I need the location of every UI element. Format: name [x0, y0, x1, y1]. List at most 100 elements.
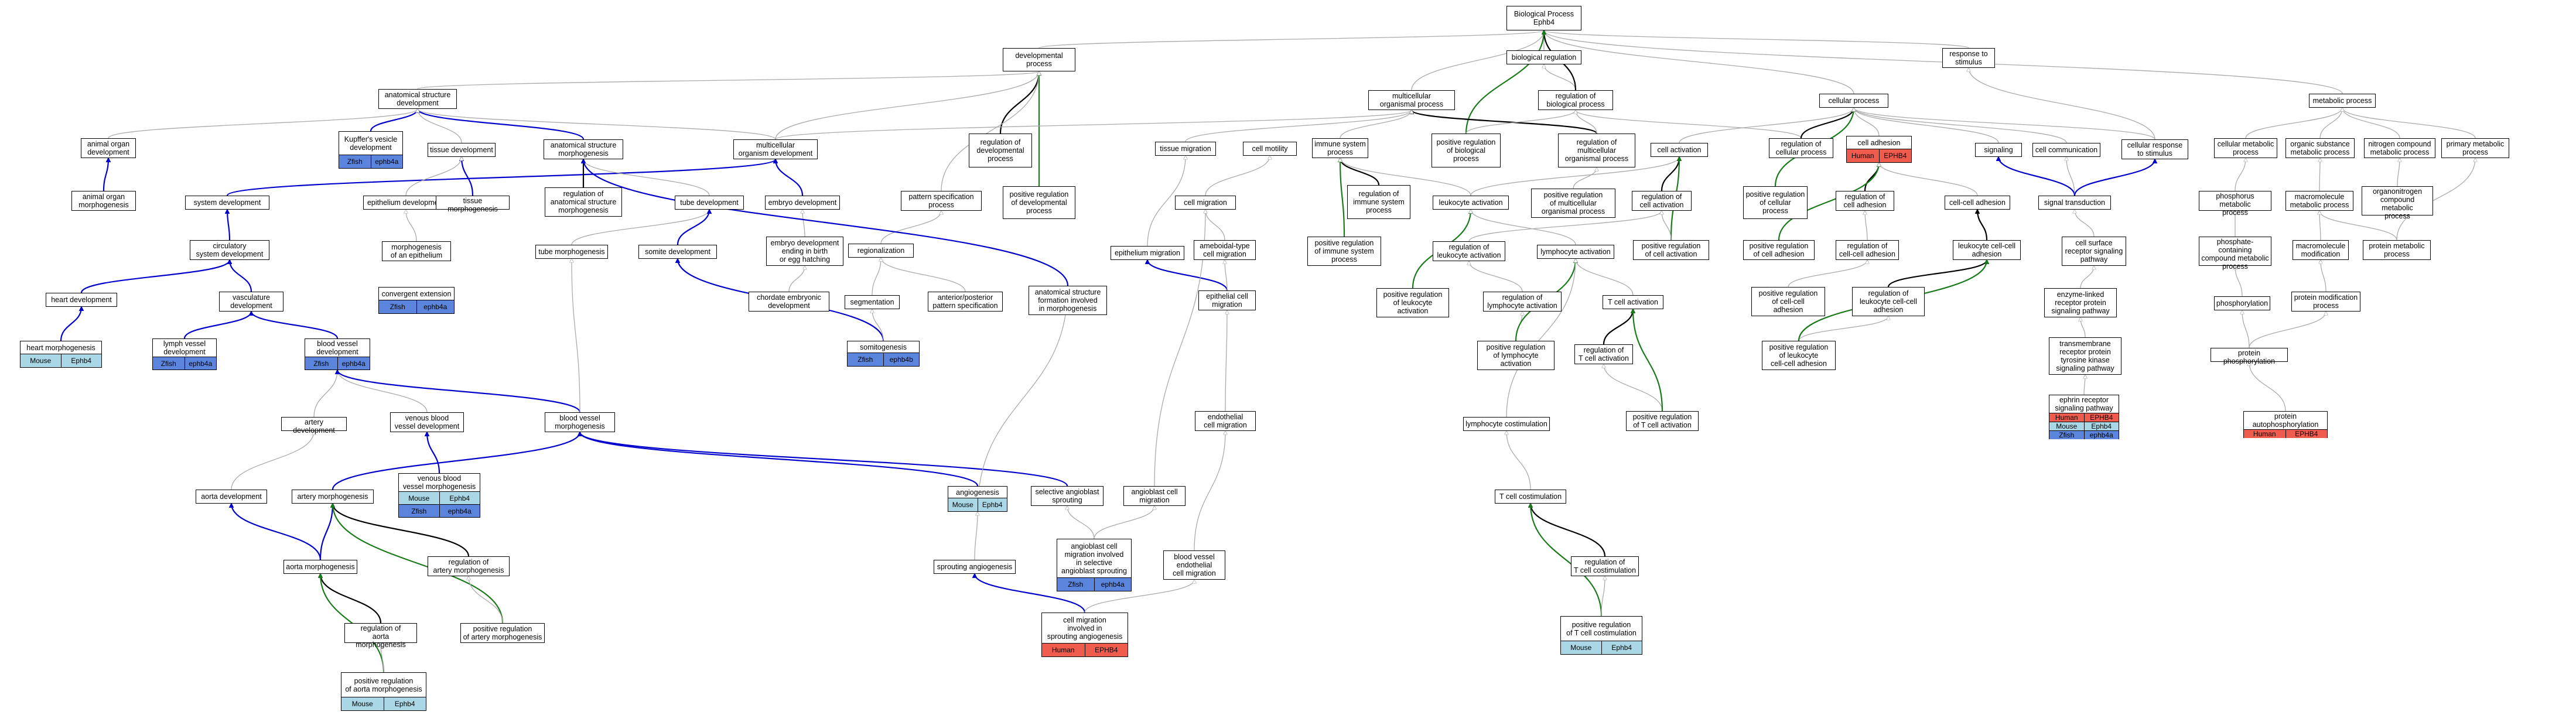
- go-term-reg-leuk-act[interactable]: regulation of leukocyte activation: [1433, 241, 1505, 261]
- go-term-anat-dev[interactable]: anatomical structure development: [378, 89, 457, 109]
- go-term-t-costim[interactable]: T cell costimulation: [1495, 490, 1566, 504]
- go-term-t-act[interactable]: T cell activation: [1603, 295, 1663, 309]
- go-term-segmentation[interactable]: segmentation: [845, 295, 900, 309]
- go-term-dev-proc[interactable]: developmental process: [1003, 48, 1075, 71]
- go-term-regionalization[interactable]: regionalization: [848, 244, 914, 258]
- go-term-leuk-cc-adh[interactable]: leukocyte cell-cell adhesion: [1953, 240, 2021, 260]
- go-term-pos-reg-t-costim[interactable]: positive regulation of T cell costimulat…: [1560, 616, 1642, 655]
- go-term-ap-spec[interactable]: anterior/posterior pattern specification: [928, 292, 1003, 312]
- go-term-epith-migr[interactable]: epithelium migration: [1111, 246, 1184, 260]
- go-term-animal-organ-morph[interactable]: animal organ morphogenesis: [71, 191, 136, 211]
- go-term-lymph-costim[interactable]: lymphocyte costimulation: [1463, 417, 1550, 431]
- go-term-anat-form[interactable]: anatomical structure formation involved …: [1029, 286, 1107, 315]
- go-term-animal-organ[interactable]: animal organ development: [81, 138, 136, 158]
- go-term-pos-reg-bio[interactable]: positive regulation of biological proces…: [1432, 134, 1501, 167]
- go-term-anat-morph[interactable]: anatomical structure morphogenesis: [544, 139, 623, 159]
- go-term-signaling[interactable]: signaling: [1975, 143, 2022, 157]
- go-term-venous-dev[interactable]: venous blood vessel development: [390, 412, 464, 432]
- go-term-meta-proc[interactable]: metabolic process: [2309, 94, 2376, 108]
- go-term-endo-migr[interactable]: endothelial cell migration: [1195, 411, 1256, 431]
- go-term-circ-sys[interactable]: circulatory system development: [190, 240, 269, 260]
- go-term-reg-dev[interactable]: regulation of developmental process: [969, 134, 1032, 167]
- go-term-reg-multi[interactable]: regulation of multicellular organismal p…: [1558, 134, 1635, 167]
- go-term-phosphate-meta[interactable]: phosphate-containing compound metabolic …: [2199, 237, 2271, 271]
- go-term-org-sub-meta[interactable]: organic substance metabolic process: [2285, 138, 2355, 158]
- go-term-sig-trans[interactable]: signal transduction: [2038, 196, 2111, 210]
- go-term-epith-cell-migr[interactable]: epithelial cell migration: [1198, 290, 1256, 310]
- go-term-tissue-migr[interactable]: tissue migration: [1155, 142, 1216, 156]
- go-term-ameboid[interactable]: ameboidal-type cell migration: [1194, 240, 1256, 260]
- go-term-sprout-angio[interactable]: sprouting angiogenesis: [934, 560, 1016, 574]
- go-term-macro-meta[interactable]: macromolecule metabolic process: [2285, 191, 2353, 211]
- go-term-reg-artery-morph[interactable]: regulation of artery morphogenesis: [428, 556, 510, 576]
- go-term-immune-proc[interactable]: immune system process: [1312, 138, 1368, 158]
- go-term-multi-proc[interactable]: multicellular organismal process: [1368, 90, 1455, 110]
- go-term-cell-activation[interactable]: cell activation: [1651, 143, 1708, 157]
- go-term-system-dev[interactable]: system development: [185, 196, 269, 210]
- go-term-cell-resp[interactable]: cellular response to stimulus: [2121, 139, 2188, 159]
- go-term-lymph-act[interactable]: lymphocyte activation: [1537, 245, 1614, 259]
- go-term-vasc-dev[interactable]: vasculature development: [219, 292, 283, 312]
- go-term-reg-cell-proc[interactable]: regulation of cellular process: [1769, 138, 1833, 158]
- go-term-phosphorylation[interactable]: phosphorylation: [2214, 296, 2270, 310]
- go-term-embryo-dev-birth[interactable]: embryo development ending in birth or eg…: [766, 237, 843, 266]
- go-term-cm-sprout[interactable]: cell migration involved in sprouting ang…: [1041, 613, 1128, 657]
- go-term-prot-phos[interactable]: protein phosphorylation: [2211, 348, 2288, 365]
- go-term-epith-dev[interactable]: epithelium development: [363, 196, 449, 210]
- go-term-reg-bio[interactable]: regulation of biological process: [1538, 90, 1613, 110]
- go-term-bv-morph[interactable]: blood vessel morphogenesis: [545, 412, 615, 432]
- go-term-bv-endo-migr[interactable]: blood vessel endothelial cell migration: [1163, 550, 1225, 580]
- go-term-pos-reg-cell-proc[interactable]: positive regulation of cellular process: [1743, 186, 1808, 219]
- go-term-pos-reg-artery-morph[interactable]: positive regulation of artery morphogene…: [460, 623, 545, 643]
- go-term-embryo-dev[interactable]: embryo development: [765, 196, 840, 210]
- go-term-tube-morph[interactable]: tube morphogenesis: [535, 245, 608, 259]
- go-term-aorta-morph[interactable]: aorta morphogenesis: [283, 560, 357, 574]
- go-term-angio-sel-migr[interactable]: angioblast cell migration involved in se…: [1057, 539, 1132, 591]
- go-term-protein-meta[interactable]: protein metabolic process: [2363, 240, 2431, 260]
- go-term-aorta-dev[interactable]: aorta development: [196, 490, 267, 504]
- go-term-heart-dev[interactable]: heart development: [46, 293, 117, 307]
- go-term-cell-motility[interactable]: cell motility: [1243, 142, 1297, 156]
- go-term-reg-cc-adh[interactable]: regulation of cell-cell adhesion: [1836, 240, 1899, 260]
- go-term-bio-reg[interactable]: biological regulation: [1506, 50, 1581, 64]
- go-term-reg-cell-adh[interactable]: regulation of cell adhesion: [1836, 191, 1894, 211]
- go-term-multi-dev[interactable]: multicellular organism development: [733, 139, 818, 159]
- go-term-cell-proc[interactable]: cellular process: [1819, 94, 1888, 108]
- go-term-cc-adhesion[interactable]: cell-cell adhesion: [1945, 196, 2010, 210]
- go-term-reg-t-costim[interactable]: regulation of T cell costimulation: [1571, 556, 1639, 576]
- go-term-tissue-dev[interactable]: tissue development: [428, 143, 496, 157]
- go-term-root[interactable]: Biological Process Ephb4: [1506, 6, 1581, 30]
- go-term-macro-mod[interactable]: macromolecule modification: [2293, 240, 2349, 260]
- go-term-pos-reg-leuk-act[interactable]: positive regulation of leukocyte activat…: [1376, 288, 1449, 317]
- go-term-cell-comm[interactable]: cell communication: [2032, 143, 2100, 157]
- go-term-pos-reg-immune[interactable]: positive regulation of immune system pro…: [1307, 237, 1381, 266]
- go-term-phos-meta[interactable]: phosphorus metabolic process: [2199, 191, 2271, 217]
- go-term-pos-reg-multi[interactable]: positive regulation of multicellular org…: [1531, 189, 1615, 218]
- go-term-cell-migration[interactable]: cell migration: [1175, 196, 1236, 210]
- go-term-somite-dev[interactable]: somite development: [638, 245, 717, 259]
- go-term-angio-migr[interactable]: angioblast cell migration: [1123, 486, 1185, 506]
- go-term-reg-t-act[interactable]: regulation of T cell activation: [1574, 344, 1633, 364]
- go-term-reg-cell-act[interactable]: regulation of cell activation: [1632, 191, 1692, 211]
- go-term-pos-reg-lymph-act[interactable]: positive regulation of lymphocyte activa…: [1477, 341, 1555, 370]
- go-term-chord-embryo[interactable]: chordate embryonic development: [749, 292, 829, 312]
- go-term-prot-mod[interactable]: protein modification process: [2291, 292, 2360, 312]
- go-term-primary-meta[interactable]: primary metabolic process: [2441, 138, 2509, 158]
- go-term-pos-reg-dev[interactable]: positive regulation of developmental pro…: [1003, 186, 1075, 219]
- go-term-pattern-spec[interactable]: pattern specification process: [901, 191, 982, 211]
- go-term-sel-angio[interactable]: selective angioblast sprouting: [1031, 486, 1103, 506]
- go-term-artery-morph[interactable]: artery morphogenesis: [292, 490, 374, 504]
- go-term-morph-epith[interactable]: morphogenesis of an epithelium: [382, 241, 451, 261]
- go-term-artery-dev[interactable]: artery development: [281, 417, 347, 435]
- go-term-pos-reg-aorta-morph[interactable]: positive regulation of aorta morphogenes…: [341, 672, 426, 711]
- go-term-reg-lymph-act[interactable]: regulation of lymphocyte activation: [1483, 292, 1562, 312]
